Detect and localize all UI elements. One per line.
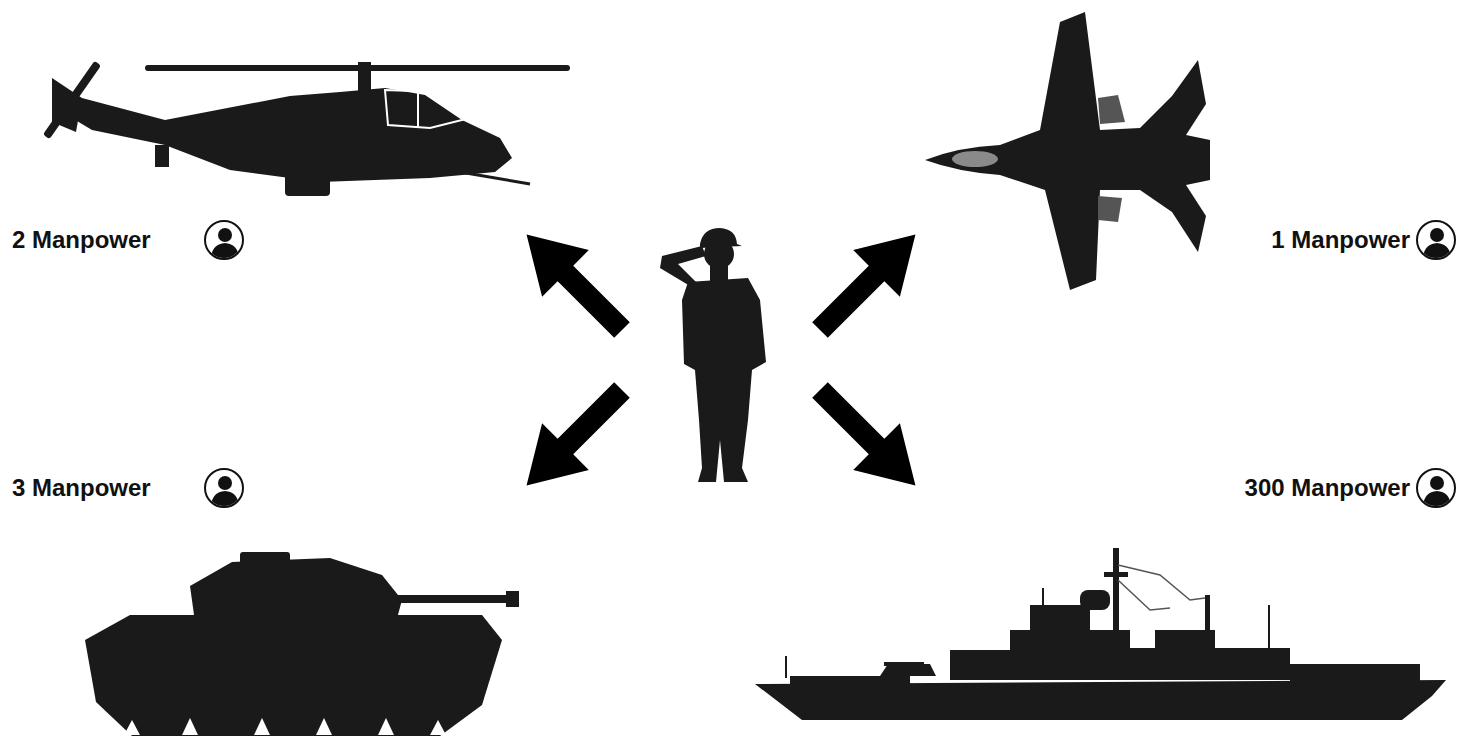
helicopter-silhouette xyxy=(43,61,570,196)
ship-silhouette xyxy=(755,548,1446,720)
manpower-icon xyxy=(205,469,243,507)
antenna xyxy=(1042,588,1044,608)
deck xyxy=(790,676,910,684)
weapon-pod xyxy=(285,168,330,196)
arrow-southeast xyxy=(797,367,939,509)
body xyxy=(682,278,766,482)
canopy xyxy=(952,151,998,167)
track-gap xyxy=(254,718,270,735)
stub-wing xyxy=(225,155,285,167)
landing-gear xyxy=(155,145,169,167)
arrow-northeast xyxy=(797,211,939,353)
bridge-top xyxy=(1030,605,1090,633)
manpower-icon xyxy=(1417,469,1455,507)
manpower-label: 2 Manpower xyxy=(12,226,151,254)
hatch xyxy=(240,552,290,564)
manpower-icon xyxy=(1417,221,1455,259)
arrow-southwest xyxy=(503,367,645,509)
gun-barrel xyxy=(884,662,924,666)
direction-arrows xyxy=(503,211,939,509)
forward-block xyxy=(950,650,1010,680)
saluting-arm xyxy=(660,246,706,288)
manpower-label: 300 Manpower xyxy=(1245,474,1410,502)
aft-superstructure xyxy=(1130,648,1290,680)
wing-panel xyxy=(1098,196,1122,222)
hull xyxy=(85,615,502,736)
tank-silhouette xyxy=(85,552,519,736)
wing-panel xyxy=(1098,95,1125,124)
manpower-label: 3 Manpower xyxy=(12,474,151,502)
rotor-mast xyxy=(358,62,371,92)
antenna xyxy=(1268,605,1270,650)
turret xyxy=(190,558,402,622)
track-gap xyxy=(378,718,394,735)
muzzle xyxy=(506,591,519,607)
gun-barrel xyxy=(398,595,510,603)
cockpit-window xyxy=(385,90,470,128)
radar-dome xyxy=(1080,590,1110,610)
arrow-northwest xyxy=(503,211,645,353)
mast-yard xyxy=(1104,572,1128,577)
antenna xyxy=(785,656,787,678)
track-gap xyxy=(430,720,446,735)
rigging xyxy=(1118,580,1170,610)
fuselage xyxy=(62,88,512,182)
track-gap xyxy=(124,720,140,735)
rigging xyxy=(1118,565,1205,600)
aft-deck xyxy=(1290,664,1420,682)
chin-gun xyxy=(460,172,530,184)
manpower-icon xyxy=(205,221,243,259)
manpower-label: 1 Manpower xyxy=(1271,226,1410,254)
track-gap xyxy=(182,718,198,735)
bridge xyxy=(1010,630,1130,680)
cockpit-frame xyxy=(417,92,419,127)
soldier-silhouette xyxy=(660,228,766,482)
jet-body xyxy=(925,12,1210,290)
jet-silhouette xyxy=(925,12,1210,290)
rotor-blade xyxy=(145,65,570,71)
neck xyxy=(710,262,728,282)
track-gap xyxy=(316,718,332,735)
aft-mast xyxy=(1205,595,1210,650)
hull xyxy=(755,680,1446,720)
main-mast xyxy=(1113,548,1119,633)
